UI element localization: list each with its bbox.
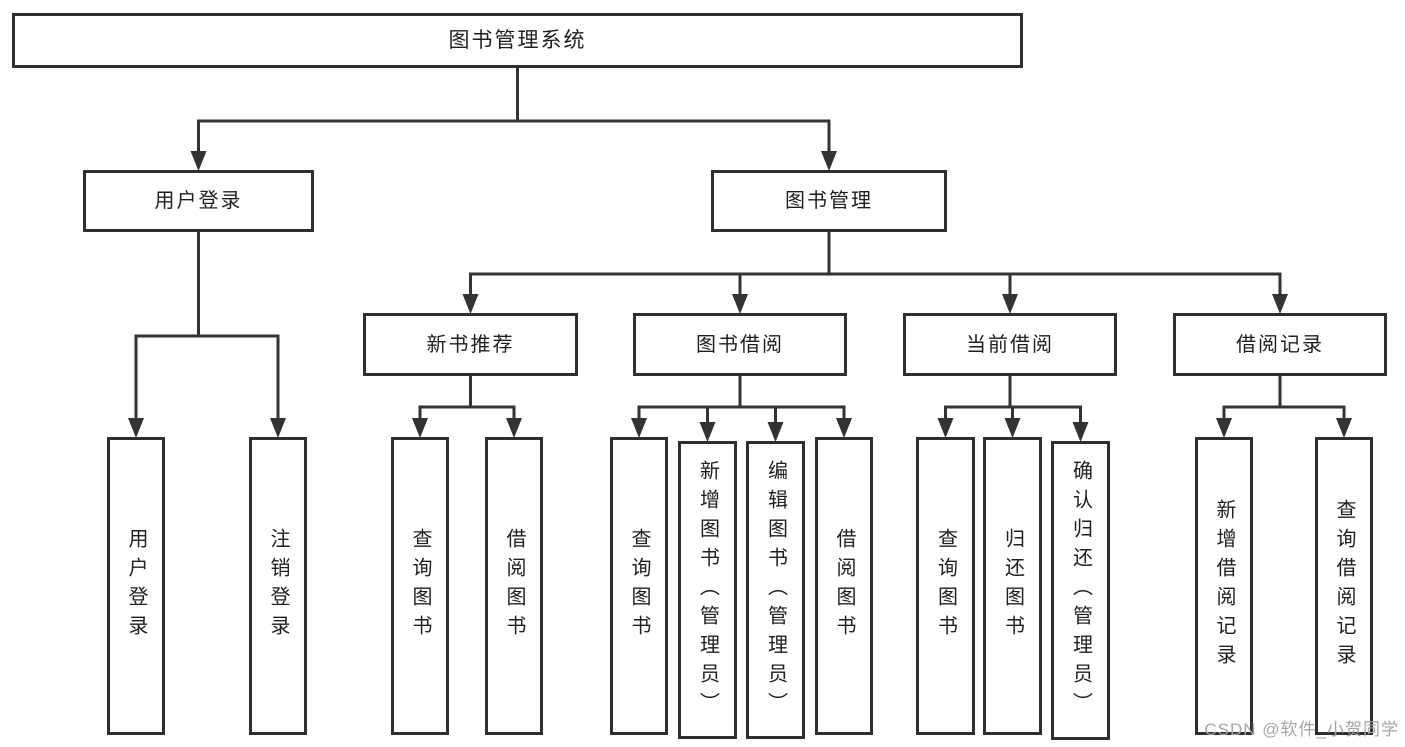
arrowhead-down-icon xyxy=(1002,294,1018,314)
leaf-user-login-box: 用户登录 xyxy=(107,437,165,735)
system-root-box: 图书管理系统 xyxy=(12,13,1023,68)
user-login-box: 用户登录 xyxy=(83,170,314,232)
arrowhead-down-icon xyxy=(1336,418,1352,438)
leaf-bb-add-books-admin-box: 新增图书（管理员） xyxy=(678,441,737,739)
arrowhead-down-icon xyxy=(270,418,286,438)
arrowhead-down-icon xyxy=(631,418,647,438)
arrowhead-down-icon xyxy=(699,422,716,442)
leaf-br-add-record-box: 新增借阅记录 xyxy=(1195,437,1253,735)
borrowing-records-box: 借阅记录 xyxy=(1173,313,1387,376)
leaf-bb-query-books-box: 查询图书 xyxy=(610,437,668,735)
arrowhead-down-icon xyxy=(821,151,837,171)
arrowhead-down-icon xyxy=(128,418,144,438)
new-book-recommend-box: 新书推荐 xyxy=(363,313,578,376)
arrowhead-down-icon xyxy=(506,418,522,438)
arrowhead-down-icon xyxy=(937,418,954,438)
arrowhead-down-icon xyxy=(732,294,748,314)
leaf-cb-query-books-box: 查询图书 xyxy=(916,437,975,735)
arrowhead-down-icon xyxy=(412,418,428,438)
arrowhead-down-icon xyxy=(1272,294,1288,314)
leaf-rec-borrow-books-box: 借阅图书 xyxy=(485,437,543,735)
leaf-rec-query-books-box: 查询图书 xyxy=(391,437,449,735)
arrowhead-down-icon xyxy=(1072,422,1089,442)
leaf-bb-edit-books-admin-box: 编辑图书（管理员） xyxy=(746,441,805,739)
arrowhead-down-icon xyxy=(767,422,784,442)
arrowhead-down-icon xyxy=(1216,418,1232,438)
leaf-bb-borrow-books-box: 借阅图书 xyxy=(815,437,873,735)
leaf-br-query-record-box: 查询借阅记录 xyxy=(1315,437,1373,735)
arrowhead-down-icon xyxy=(462,294,479,314)
leaf-logout-box: 注销登录 xyxy=(249,437,307,735)
arrowhead-down-icon xyxy=(836,418,852,438)
current-borrowing-box: 当前借阅 xyxy=(903,313,1117,376)
leaf-cb-return-books-box: 归还图书 xyxy=(983,437,1042,735)
arrowhead-down-icon xyxy=(1004,418,1021,438)
book-management-box: 图书管理 xyxy=(711,170,947,232)
book-borrowing-box: 图书借阅 xyxy=(633,313,847,376)
leaf-cb-confirm-return-admin-box: 确认归还（管理员） xyxy=(1051,441,1110,740)
arrowhead-down-icon xyxy=(190,151,207,171)
